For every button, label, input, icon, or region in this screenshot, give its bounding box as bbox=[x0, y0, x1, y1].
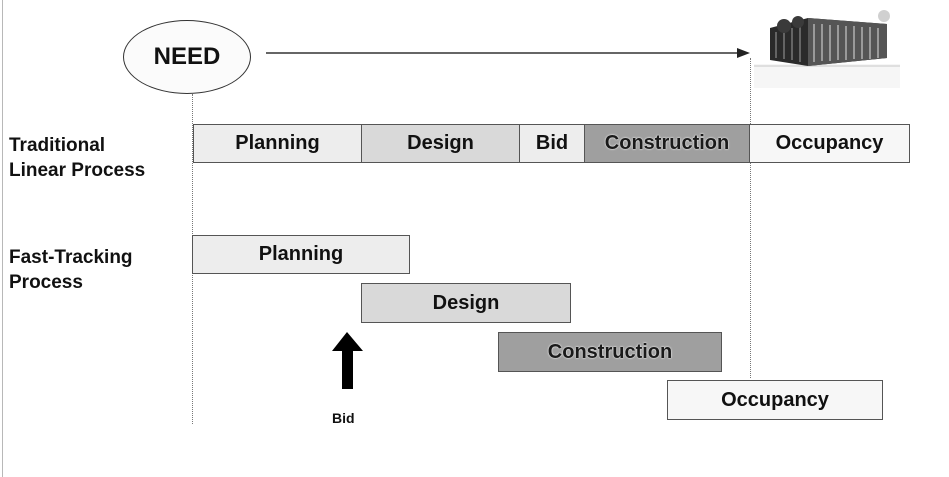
fast-tracking-process-label: Fast-Tracking Process bbox=[9, 245, 133, 295]
traditional-construction-bar: Construction bbox=[584, 124, 750, 163]
need-ellipse: NEED bbox=[123, 20, 251, 94]
occupancy-reference-line bbox=[750, 58, 751, 378]
fast-design-label: Design bbox=[432, 291, 500, 314]
traditional-design-bar: Design bbox=[361, 124, 520, 163]
left-border-line bbox=[2, 0, 3, 477]
traditional-label-line1: Traditional bbox=[9, 135, 106, 156]
traditional-bid-bar: Bid bbox=[519, 124, 585, 163]
fast-occupancy-label: Occupancy bbox=[721, 388, 829, 411]
traditional-label-line2: Linear Process bbox=[9, 160, 146, 181]
traditional-planning-bar: Planning bbox=[193, 124, 362, 163]
fast-occupancy-bar: Occupancy bbox=[667, 380, 883, 420]
traditional-occupancy-bar: Occupancy bbox=[749, 124, 910, 163]
fast-construction-bar: Construction bbox=[498, 332, 722, 372]
need-label: NEED bbox=[153, 43, 221, 70]
right-arrow-icon bbox=[737, 48, 750, 58]
traditional-construction-label: Construction bbox=[604, 132, 730, 154]
building-icon bbox=[752, 6, 902, 101]
fast-tracking-label-line1: Fast-Tracking bbox=[9, 247, 133, 268]
fast-planning-label: Planning bbox=[258, 243, 344, 265]
fast-planning-bar: Planning bbox=[192, 235, 410, 274]
fast-construction-label: Construction bbox=[547, 340, 673, 363]
fast-tracking-label-line2: Process bbox=[9, 272, 83, 293]
traditional-planning-label: Planning bbox=[235, 132, 320, 154]
bid-arrow-label: Bid bbox=[332, 410, 355, 426]
fast-design-bar: Design bbox=[361, 283, 571, 323]
traditional-occupancy-label: Occupancy bbox=[775, 132, 884, 154]
traditional-design-label: Design bbox=[407, 132, 474, 154]
up-arrow-icon bbox=[332, 332, 363, 389]
traditional-bid-label: Bid bbox=[535, 132, 569, 154]
traditional-process-label: Traditional Linear Process bbox=[9, 133, 145, 183]
